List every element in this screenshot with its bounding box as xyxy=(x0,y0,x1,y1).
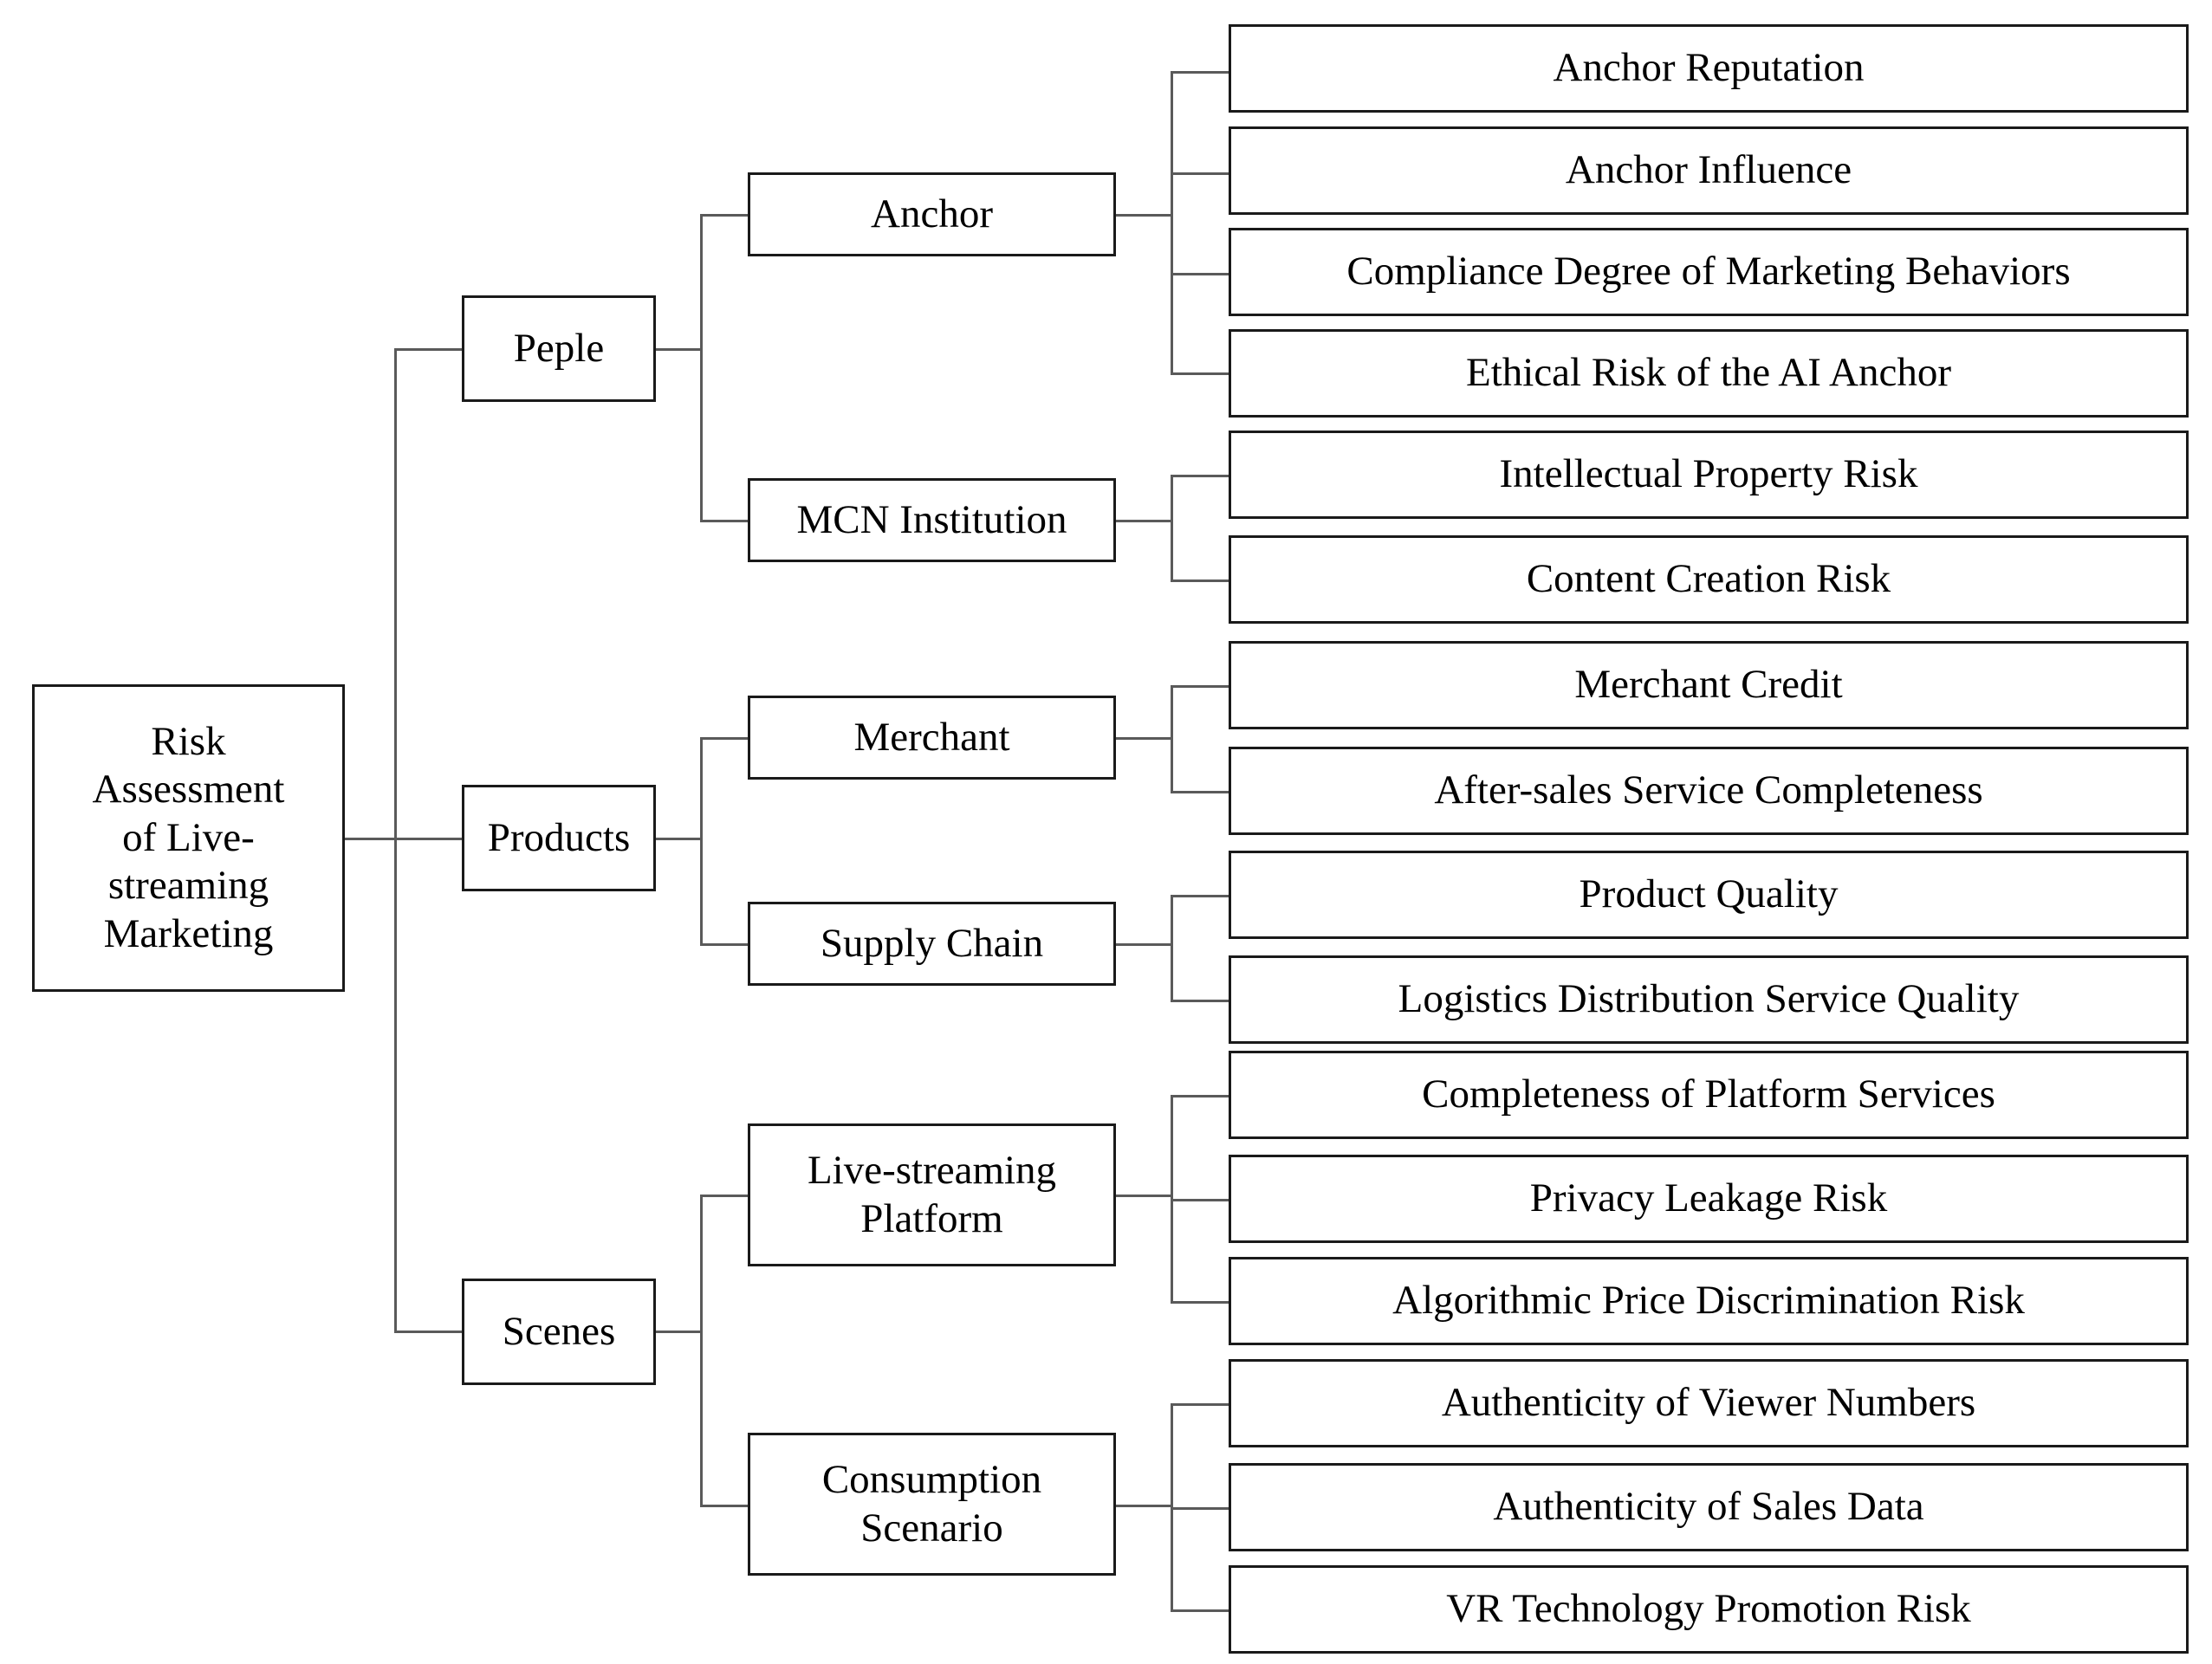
node-leaf-ethical-risk-ai-anchor[interactable]: Ethical Risk of the AI Anchor xyxy=(1229,329,2189,418)
connector-peple-to-mcn xyxy=(700,520,748,522)
connector-supplychain-leaf-2 xyxy=(1171,1000,1231,1002)
node-consumption-scenario-label: Consumption Scenario xyxy=(821,1457,1042,1551)
node-leaf-algorithmic-price-discrimination-risk[interactable]: Algorithmic Price Discrimination Risk xyxy=(1229,1257,2189,1345)
node-merchant[interactable]: Merchant xyxy=(748,696,1116,780)
connector-supplychain-stem xyxy=(1116,943,1173,946)
node-leaf-after-sales-service-completeness[interactable]: After-sales Service Completeness xyxy=(1229,747,2189,835)
node-leaf-label: Completeness of Platform Services xyxy=(1422,1072,1995,1117)
node-leaf-intellectual-property-risk[interactable]: Intellectual Property Risk xyxy=(1229,431,2189,519)
connector-merchant-leaf-1 xyxy=(1171,685,1231,688)
connector-mcn-vertical xyxy=(1171,476,1173,581)
connector-consumption-leaf-2 xyxy=(1171,1507,1231,1510)
node-root-label: Risk Assessment of Live- streaming Marke… xyxy=(92,718,285,956)
connector-merchant-leaf-2 xyxy=(1171,791,1231,793)
connector-platform-leaf-2 xyxy=(1171,1199,1231,1201)
node-leaf-anchor-influence[interactable]: Anchor Influence xyxy=(1229,126,2189,215)
connector-anchor-vertical xyxy=(1171,72,1173,373)
connector-anchor-leaf-3 xyxy=(1171,273,1231,275)
node-consumption-scenario[interactable]: Consumption Scenario xyxy=(748,1433,1116,1576)
connector-supplychain-vertical xyxy=(1171,896,1173,1001)
node-leaf-label: Compliance Degree of Marketing Behaviors xyxy=(1346,249,2071,295)
connector-products-stem xyxy=(656,838,703,840)
node-leaf-vr-technology-promotion-risk[interactable]: VR Technology Promotion Risk xyxy=(1229,1565,2189,1654)
connector-platform-leaf-3 xyxy=(1171,1301,1231,1304)
node-leaf-logistics-distribution-service-quality[interactable]: Logistics Distribution Service Quality xyxy=(1229,955,2189,1044)
connector-consumption-leaf-3 xyxy=(1171,1609,1231,1612)
node-leaf-label: Anchor Influence xyxy=(1565,147,1852,193)
connector-scenes-to-platform xyxy=(700,1195,748,1197)
connector-anchor-leaf-4 xyxy=(1171,372,1231,375)
node-live-streaming-platform[interactable]: Live-streaming Platform xyxy=(748,1123,1116,1266)
connector-merchant-vertical xyxy=(1171,686,1173,793)
node-supply-chain[interactable]: Supply Chain xyxy=(748,902,1116,986)
connector-root-stem xyxy=(345,838,396,840)
connector-merchant-stem xyxy=(1116,737,1173,740)
node-leaf-label: Authenticity of Sales Data xyxy=(1493,1484,1924,1530)
connector-products-to-merchant xyxy=(700,737,748,740)
node-leaf-label: Anchor Reputation xyxy=(1553,45,1865,91)
connector-anchor-leaf-2 xyxy=(1171,172,1231,175)
node-leaf-label: Product Quality xyxy=(1579,871,1839,917)
node-leaf-merchant-credit[interactable]: Merchant Credit xyxy=(1229,641,2189,729)
node-leaf-label: Ethical Risk of the AI Anchor xyxy=(1466,350,1951,396)
node-leaf-label: Authenticity of Viewer Numbers xyxy=(1441,1380,1976,1426)
node-leaf-label: After-sales Service Completeness xyxy=(1434,767,1983,813)
node-peple-label: Peple xyxy=(513,325,605,371)
node-peple[interactable]: Peple xyxy=(462,295,656,402)
node-leaf-anchor-reputation[interactable]: Anchor Reputation xyxy=(1229,24,2189,113)
node-leaf-completeness-of-platform-services[interactable]: Completeness of Platform Services xyxy=(1229,1051,2189,1139)
connector-peple-to-anchor xyxy=(700,214,748,217)
node-leaf-label: Merchant Credit xyxy=(1574,662,1843,708)
node-leaf-authenticity-of-viewer-numbers[interactable]: Authenticity of Viewer Numbers xyxy=(1229,1359,2189,1447)
connector-trunk-vertical xyxy=(394,349,397,1332)
connector-mcn-leaf-2 xyxy=(1171,579,1231,582)
connector-products-vertical xyxy=(700,738,703,946)
connector-consumption-leaf-1 xyxy=(1171,1403,1231,1406)
connector-products-to-supplychain xyxy=(700,943,748,946)
node-leaf-compliance-degree-marketing-behaviors[interactable]: Compliance Degree of Marketing Behaviors xyxy=(1229,228,2189,316)
node-root-risk-assessment[interactable]: Risk Assessment of Live- streaming Marke… xyxy=(32,684,345,992)
connector-platform-stem xyxy=(1116,1195,1173,1197)
connector-scenes-stem xyxy=(656,1331,703,1333)
connector-scenes-vertical xyxy=(700,1195,703,1507)
node-leaf-label: Content Creation Risk xyxy=(1526,556,1891,602)
node-leaf-content-creation-risk[interactable]: Content Creation Risk xyxy=(1229,535,2189,624)
node-leaf-label: VR Technology Promotion Risk xyxy=(1446,1586,1971,1632)
connector-trunk-to-peple xyxy=(394,348,462,351)
node-scenes[interactable]: Scenes xyxy=(462,1279,656,1385)
connector-consumption-stem xyxy=(1116,1505,1173,1507)
connector-supplychain-leaf-1 xyxy=(1171,895,1231,897)
node-leaf-label: Privacy Leakage Risk xyxy=(1529,1175,1888,1221)
node-scenes-label: Scenes xyxy=(502,1308,616,1354)
connector-trunk-to-products xyxy=(394,838,462,840)
node-live-streaming-platform-label: Live-streaming Platform xyxy=(807,1148,1057,1241)
connector-mcn-leaf-1 xyxy=(1171,475,1231,477)
connector-anchor-leaf-1 xyxy=(1171,71,1231,74)
node-anchor[interactable]: Anchor xyxy=(748,172,1116,256)
node-anchor-label: Anchor xyxy=(871,191,993,236)
connector-peple-vertical xyxy=(700,215,703,522)
connector-mcn-stem xyxy=(1116,520,1173,522)
node-merchant-label: Merchant xyxy=(853,714,1010,760)
node-leaf-label: Logistics Distribution Service Quality xyxy=(1398,976,2020,1022)
connector-trunk-to-scenes xyxy=(394,1331,462,1333)
node-supply-chain-label: Supply Chain xyxy=(820,920,1044,966)
node-leaf-label: Algorithmic Price Discrimination Risk xyxy=(1392,1278,2025,1324)
node-leaf-authenticity-of-sales-data[interactable]: Authenticity of Sales Data xyxy=(1229,1463,2189,1551)
connector-scenes-to-consumption xyxy=(700,1505,748,1507)
node-mcn-institution[interactable]: MCN Institution xyxy=(748,478,1116,562)
node-mcn-institution-label: MCN Institution xyxy=(796,496,1067,542)
node-products-label: Products xyxy=(487,814,631,860)
node-leaf-label: Intellectual Property Risk xyxy=(1499,451,1918,497)
connector-peple-stem xyxy=(656,348,703,351)
node-products[interactable]: Products xyxy=(462,785,656,891)
connector-platform-leaf-1 xyxy=(1171,1095,1231,1097)
node-leaf-privacy-leakage-risk[interactable]: Privacy Leakage Risk xyxy=(1229,1155,2189,1243)
node-leaf-product-quality[interactable]: Product Quality xyxy=(1229,851,2189,939)
connector-anchor-stem xyxy=(1116,214,1173,217)
